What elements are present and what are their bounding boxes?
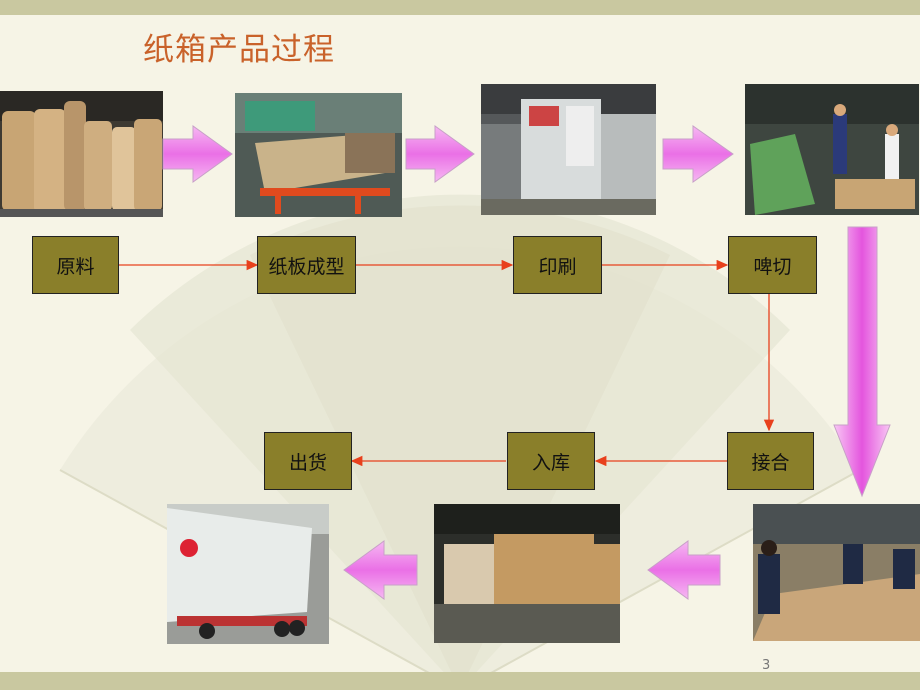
step-raw-material: 原料: [32, 236, 119, 294]
pink-arrow-left-2: [647, 540, 721, 600]
bottom-band: [0, 672, 920, 690]
page-title: 纸箱产品过程: [143, 32, 335, 68]
photo-warehouse: [434, 504, 620, 643]
pink-arrow-right-1: [162, 125, 233, 183]
pink-arrow-right-2: [405, 125, 475, 183]
photo-joining: [753, 504, 920, 641]
page-number: 3: [762, 658, 771, 673]
top-band: [0, 0, 920, 15]
step-shipping: 出货: [264, 432, 352, 490]
step-die-cutting: 啤切: [728, 236, 817, 294]
photo-shipping-truck: [167, 504, 329, 644]
pink-arrow-right-3: [662, 125, 734, 183]
photo-die-cutting: [745, 84, 919, 215]
step-joining: 接合: [727, 432, 814, 490]
step-board-forming: 纸板成型: [257, 236, 356, 294]
pink-arrow-left-1: [343, 540, 418, 600]
pink-arrow-down: [833, 226, 891, 498]
step-warehousing: 入库: [507, 432, 595, 490]
step-printing: 印刷: [513, 236, 602, 294]
photo-raw-material: [0, 91, 163, 217]
photo-printing: [481, 84, 656, 215]
photo-board-forming: [235, 93, 402, 217]
